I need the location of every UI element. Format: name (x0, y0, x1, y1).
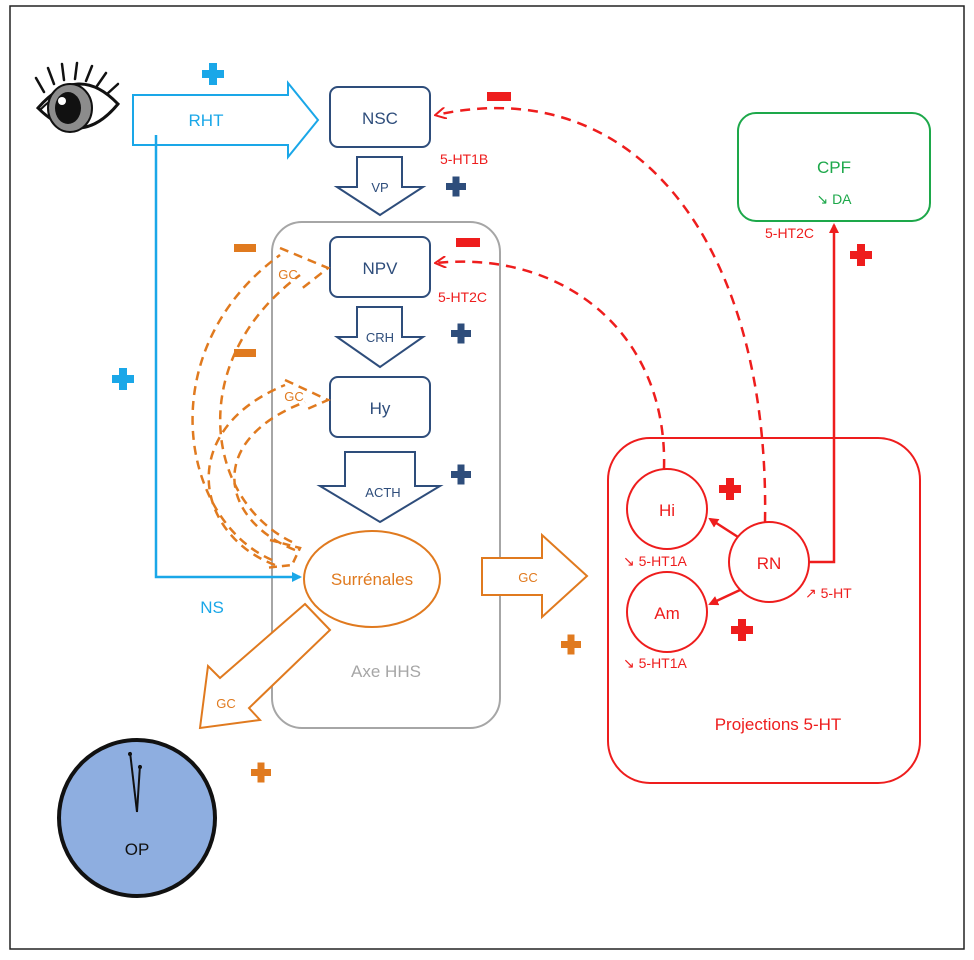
am-node (626, 571, 708, 653)
hy-label: Hy (370, 399, 391, 418)
clock-icon (57, 738, 217, 898)
projections-label: Projections 5-HT (715, 715, 842, 734)
nsc-label: NSC (362, 109, 398, 128)
am-5ht1a-label: ↘ 5-HT1A (623, 655, 688, 671)
plus-icon (112, 368, 134, 390)
rn-to-hi-arrow (708, 517, 739, 539)
vp-arrow (333, 156, 427, 217)
plus-icon (451, 323, 471, 344)
nsc-box (329, 86, 431, 148)
op-label: OP (125, 840, 150, 859)
rn-to-nsc-dashed (436, 106, 767, 523)
rn-to-cpf-arrow (809, 223, 839, 564)
plus-icon (561, 634, 581, 655)
plus-icon (731, 619, 753, 641)
crh-label: CRH (366, 330, 394, 345)
acth-label: ACTH (365, 485, 400, 500)
ns-pathway (154, 135, 302, 582)
npv-box (329, 236, 431, 298)
rn-label: RN (757, 554, 782, 573)
gc-down-arrow (198, 602, 332, 730)
surrenales-node (303, 530, 441, 628)
cpf-da-label: ↘ DA (816, 191, 852, 207)
gc-down-label: GC (216, 696, 236, 711)
gc-feedback-loop-hy (207, 378, 332, 567)
vp-label: VP (371, 180, 388, 195)
axe-hhs-label: Axe HHS (351, 662, 421, 681)
cpf-box (737, 112, 931, 222)
minus-icon (234, 244, 256, 252)
minus-icon (234, 349, 256, 357)
npv-5ht2c-label: 5-HT2C (438, 289, 487, 305)
eye-icon (34, 61, 121, 133)
hi-node (626, 468, 708, 550)
cpf-label: CPF (817, 158, 851, 177)
figure-frame (9, 5, 965, 950)
gc-loop1-label: GC (278, 267, 298, 282)
rn-5ht-label: ↗ 5-HT (805, 585, 852, 601)
rn-to-am-arrow (708, 588, 741, 606)
cpf-5ht2c-label: 5-HT2C (765, 225, 814, 241)
plus-icon (451, 464, 471, 485)
hi-label: Hi (659, 501, 675, 520)
nsc-5ht1b-label: 5-HT1B (440, 151, 488, 167)
npv-label: NPV (363, 259, 399, 278)
hi-to-npv-dashed (436, 262, 666, 470)
surrenales-label: Surrénales (331, 570, 413, 589)
minus-icon (456, 238, 480, 247)
axe-hhs-box (271, 221, 501, 729)
plus-icon (850, 244, 872, 266)
crh-arrow (333, 306, 427, 369)
plus-icon (446, 176, 466, 197)
acth-arrow (316, 451, 444, 524)
am-label: Am (654, 604, 680, 623)
minus-icon (487, 92, 511, 101)
hi-5ht1a-label: ↘ 5-HT1A (623, 553, 688, 569)
rht-label: RHT (189, 111, 224, 130)
plus-icon (719, 478, 741, 500)
plus-icon (202, 63, 224, 85)
plus-icon (251, 762, 271, 783)
hy-box (329, 376, 431, 438)
gc-feedback-loop-npv (191, 246, 331, 562)
gc-right-label: GC (518, 570, 538, 585)
gc-right-arrow (481, 532, 589, 620)
rht-arrow (132, 80, 320, 160)
ns-label: NS (200, 598, 224, 617)
gc-loop-arrowheads (264, 538, 302, 570)
gc-loop2-label: GC (284, 389, 304, 404)
